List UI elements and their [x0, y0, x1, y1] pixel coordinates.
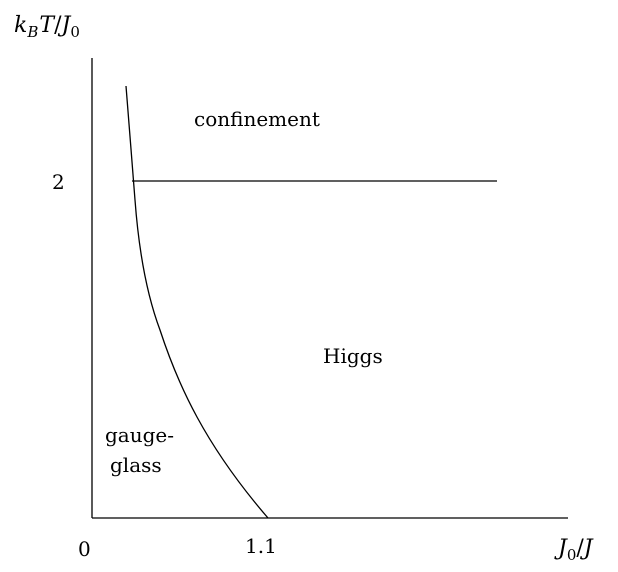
region-confinement: confinement: [194, 107, 320, 131]
region-gauge-glass-line2: glass: [110, 453, 162, 477]
region-higgs: Higgs: [323, 344, 383, 368]
x-axis-label: J0/J: [554, 536, 594, 564]
y-axis-label: kBT/J0: [14, 13, 80, 41]
origin-label: 0: [78, 537, 91, 561]
y-tick-label-2: 2: [52, 170, 65, 194]
gauge-glass-boundary: [125, 85, 269, 519]
region-gauge-glass-line1: gauge-: [105, 423, 174, 447]
x-tick-label-1-1: 1.1: [245, 534, 277, 558]
